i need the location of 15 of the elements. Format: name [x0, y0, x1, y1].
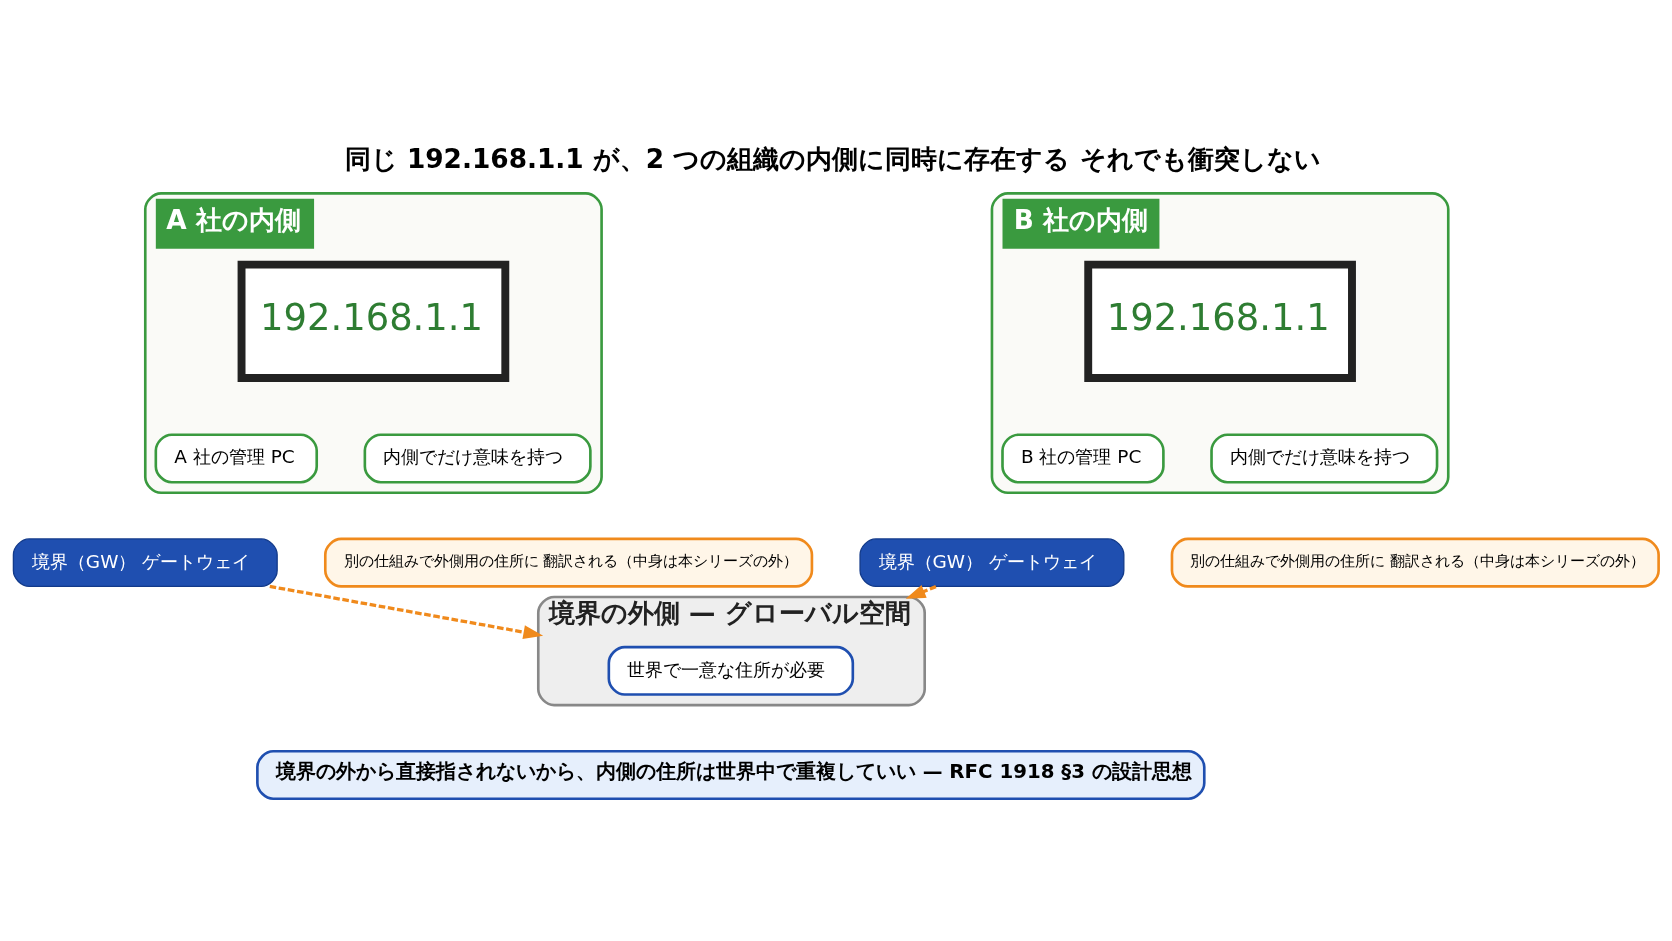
diagram-title: 同じ 192.168.1.1 が、2 つの組織の内側に同時に存在する それでも衝突しない: [344, 143, 1321, 174]
arrow: [269, 584, 544, 639]
node-box: 192.168.1.1: [237, 260, 510, 382]
node-box: 192.168.1.1: [1084, 260, 1356, 382]
node-box: B 社の管理 PC: [1001, 432, 1165, 484]
node-box: 世界で一意な住所が必要: [607, 645, 855, 696]
node-box: 内側でだけ意味を持つ: [1210, 432, 1439, 484]
arrow: [905, 584, 937, 599]
caption: 境界の外から直接指されないから、内側の住所は世界中で重複していい — RFC 1918 §3 の設計思想: [275, 759, 1192, 783]
node-box: 境界（GW） ゲートウェイ: [859, 537, 1125, 587]
node-box: A 社の管理 PC: [154, 432, 319, 484]
node-box: 内側でだけ意味を持つ: [363, 432, 592, 484]
node-box: 別の仕組みで外側用の住所に 翻訳される（中身は本シリーズの外）: [1170, 537, 1660, 588]
node-box: 別の仕組みで外側用の住所に 翻訳される（中身は本シリーズの外）: [323, 537, 814, 588]
node-box: 境界（GW） ゲートウェイ: [12, 537, 278, 587]
